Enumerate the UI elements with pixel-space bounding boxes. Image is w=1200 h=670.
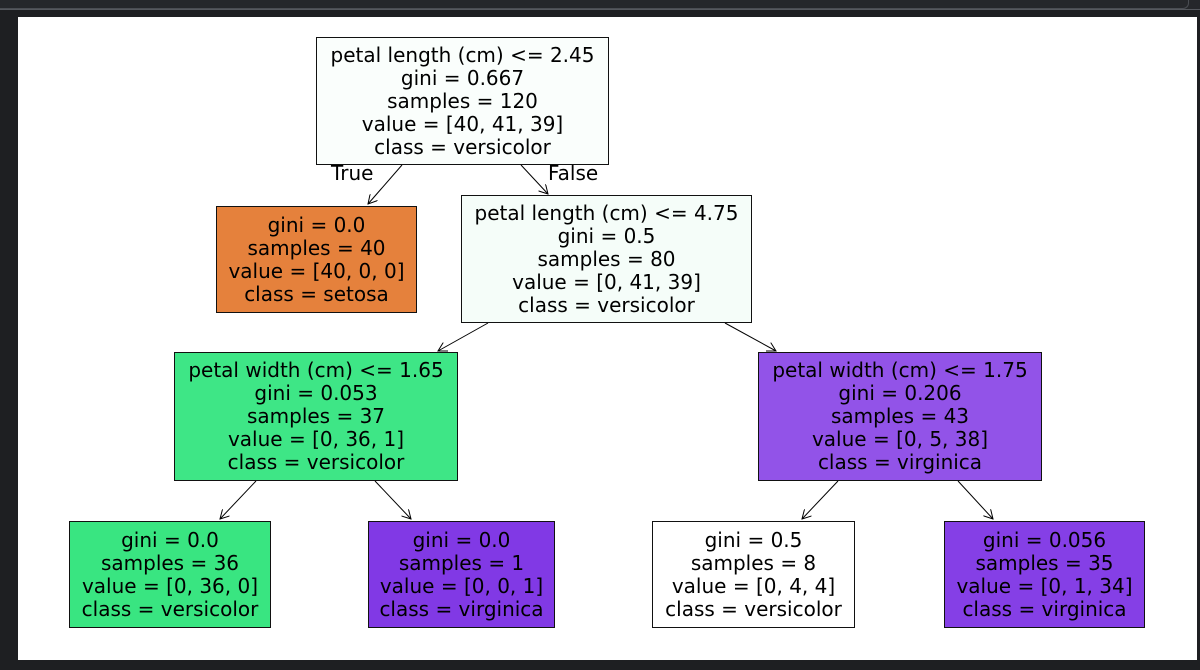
- node-samples: samples = 80: [537, 246, 676, 271]
- tree-node-petal-width-left: petal width (cm) <= 1.65 gini = 0.053 sa…: [174, 352, 458, 481]
- decision-tree-figure: True False petal length (cm) <= 2.45 gin…: [18, 17, 1197, 660]
- node-class: class = versicolor: [374, 134, 551, 159]
- node-value: value = [0, 41, 39]: [512, 269, 701, 294]
- node-samples: samples = 8: [690, 550, 817, 575]
- tree-node-leaf-versicolor-36: gini = 0.0 samples = 36 value = [0, 36, …: [69, 521, 271, 628]
- tree-node-right-split: petal length (cm) <= 4.75 gini = 0.5 sam…: [461, 195, 752, 323]
- node-value: value = [0, 36, 0]: [81, 573, 259, 598]
- node-samples: samples = 37: [246, 404, 386, 428]
- node-gini: gini = 0.667: [400, 65, 525, 90]
- edge-n2-n4: [724, 322, 776, 351]
- window-top-bar: [0, 0, 1200, 10]
- node-split-rule: petal length (cm) <= 2.45: [330, 42, 595, 67]
- node-samples: samples = 35: [975, 550, 1114, 575]
- node-gini: gini = 0.056: [982, 527, 1107, 552]
- node-value: value = [40, 0, 0]: [228, 258, 405, 283]
- node-gini: gini = 0.5: [704, 527, 803, 552]
- tree-node-petal-width-right: petal width (cm) <= 1.75 gini = 0.206 sa…: [758, 352, 1042, 481]
- node-value: value = [40, 41, 39]: [361, 111, 564, 136]
- node-samples: samples = 36: [100, 550, 240, 575]
- tree-node-setosa-leaf: gini = 0.0 samples = 40 value = [40, 0, …: [216, 206, 417, 313]
- node-samples: samples = 43: [830, 404, 970, 428]
- node-class: class = virginica: [962, 596, 1127, 621]
- node-samples: samples = 1: [398, 550, 525, 575]
- edge-label-true: True: [331, 161, 374, 185]
- node-split-rule: petal width (cm) <= 1.65: [188, 358, 444, 382]
- node-gini: gini = 0.053: [254, 381, 378, 405]
- node-value: value = [0, 4, 4]: [671, 573, 836, 598]
- node-split-rule: petal length (cm) <= 4.75: [474, 200, 739, 225]
- tree-node-root: petal length (cm) <= 2.45 gini = 0.667 s…: [316, 37, 609, 165]
- tree-node-leaf-virginica-35: gini = 0.056 samples = 35 value = [0, 1,…: [944, 521, 1145, 628]
- node-split-rule: petal width (cm) <= 1.75: [772, 358, 1028, 382]
- node-class: class = versicolor: [665, 596, 842, 621]
- edge-n0-n2: [520, 164, 548, 194]
- top-bar-frame: [0, 0, 1189, 9]
- edge-n4-n8: [957, 480, 993, 519]
- node-samples: samples = 120: [387, 88, 538, 113]
- node-samples: samples = 40: [247, 235, 386, 260]
- node-value: value = [0, 0, 1]: [379, 573, 544, 598]
- node-class: class = virginica: [379, 596, 544, 621]
- node-class: class = setosa: [244, 281, 389, 306]
- node-class: class = versicolor: [81, 596, 259, 621]
- tree-node-leaf-virginica-1: gini = 0.0 samples = 1 value = [0, 0, 1]…: [368, 521, 555, 628]
- edge-n2-n3: [438, 322, 489, 351]
- edge-n4-n7: [802, 480, 839, 519]
- node-class: class = virginica: [817, 450, 983, 474]
- node-gini: gini = 0.0: [121, 527, 219, 552]
- node-value: value = [0, 36, 1]: [227, 427, 405, 451]
- edge-label-false: False: [548, 161, 599, 185]
- tree-node-leaf-versicolor-8: gini = 0.5 samples = 8 value = [0, 4, 4]…: [652, 521, 855, 628]
- edge-n3-n6: [374, 480, 411, 519]
- node-gini: gini = 0.206: [838, 381, 962, 405]
- node-value: value = [0, 1, 34]: [956, 573, 1133, 598]
- node-value: value = [0, 5, 38]: [811, 427, 989, 451]
- node-gini: gini = 0.0: [267, 212, 366, 237]
- node-gini: gini = 0.5: [557, 223, 656, 248]
- edge-n3-n5: [220, 480, 257, 519]
- node-class: class = versicolor: [227, 450, 405, 474]
- node-class: class = versicolor: [518, 292, 695, 317]
- node-gini: gini = 0.0: [412, 527, 511, 552]
